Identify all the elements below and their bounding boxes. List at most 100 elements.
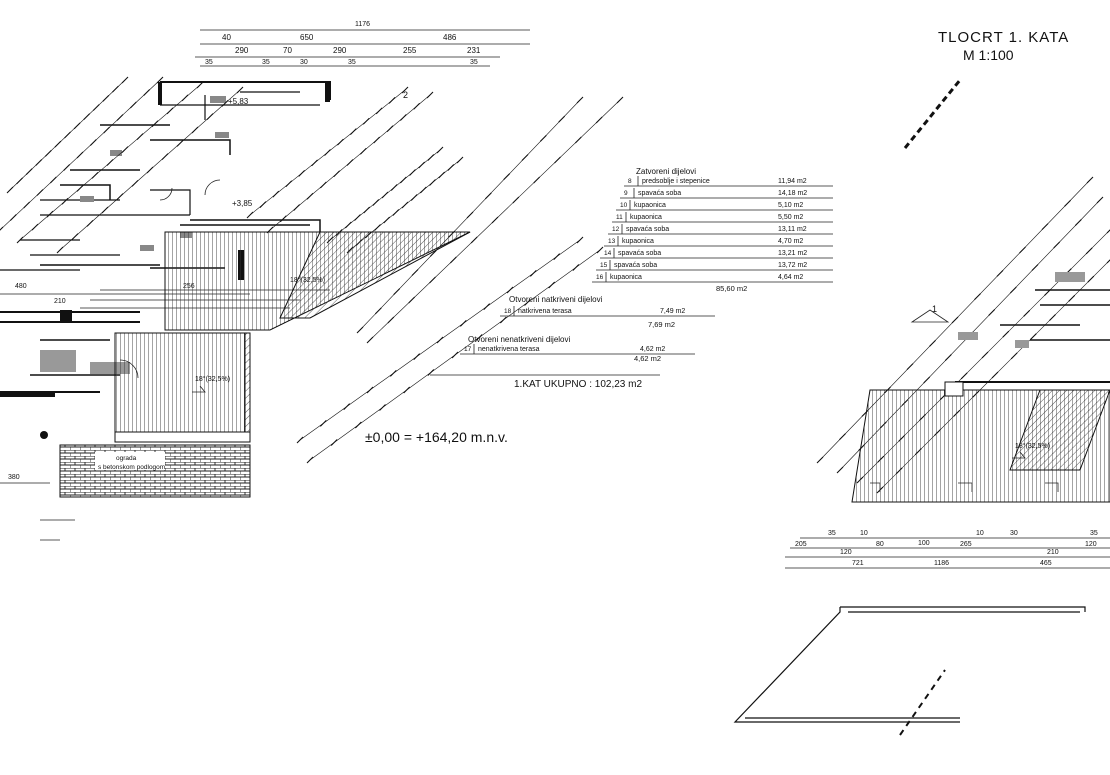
covered-total: 7,69 m2	[648, 320, 675, 329]
top-dim-r3-c: 30	[300, 59, 308, 66]
top-dim-r2-a: 290	[235, 46, 249, 55]
dimension-tick	[293, 204, 301, 211]
dimension-tick	[112, 85, 119, 93]
dimension-tick	[354, 214, 361, 221]
left-dim-a: 380	[8, 474, 20, 481]
closed-row-area: 4,64 m2	[778, 274, 803, 281]
dimension-tick	[996, 269, 1004, 277]
dimension-tick	[974, 293, 981, 301]
dimension-tick	[343, 403, 351, 411]
dimension-tick	[101, 206, 109, 214]
dimension-tick	[106, 159, 114, 166]
dimension-tick	[279, 215, 287, 223]
dimension-tick	[196, 81, 204, 89]
dimension-tick	[596, 246, 604, 254]
dimension-tick	[375, 107, 383, 115]
dimension-tick	[16, 177, 23, 185]
closed-total: 85,60 m2	[716, 284, 747, 293]
bot-dim-r1-a: 35	[828, 530, 836, 537]
dimension-tick	[558, 115, 566, 123]
dimension-tick	[89, 139, 97, 146]
dimension-tick	[121, 146, 129, 153]
section-circle	[40, 431, 48, 439]
north-arrow: 1	[903, 79, 962, 323]
dimension-tick	[470, 236, 478, 244]
dimension-tick	[906, 363, 914, 371]
bottom-dimension-chain: 35 10 10 30 35 205 120 80 100 265 210 12…	[785, 530, 1110, 569]
dimension-tick	[923, 376, 931, 384]
uncovered-row-area: 4,62 m2	[640, 346, 665, 353]
dimension-tick	[816, 456, 824, 464]
dimension-tick	[366, 386, 374, 394]
dimension-tick	[616, 96, 624, 104]
dimension-tick	[456, 156, 464, 164]
dimension-tick	[574, 136, 582, 144]
dimension-tick	[475, 334, 483, 341]
dimension-tick	[131, 179, 139, 187]
closed-row-area: 13,21 m2	[778, 250, 807, 257]
dimension-tick	[387, 316, 395, 324]
dimension-tick	[988, 309, 996, 316]
dimension-tick	[1002, 330, 1010, 338]
uncovered-row-name: nenatkrivena terasa	[478, 346, 540, 353]
closed-row-area: 14,18 m2	[778, 190, 807, 197]
bot-dim-r2-c: 80	[876, 541, 884, 548]
dimension-tick	[390, 184, 398, 191]
dimension-tick	[483, 303, 491, 311]
closed-row-area: 4,70 m2	[778, 238, 803, 245]
dimension-tick	[359, 147, 367, 155]
dimension-tick	[436, 146, 444, 154]
grand-total: 1.KAT UKUPNO : 102,23 m2	[514, 379, 642, 390]
closed-row-name: predsoblje i stepenice	[642, 178, 710, 185]
dimension-tick	[116, 114, 124, 121]
dimension-tick	[92, 104, 100, 111]
dimension-tick	[330, 439, 338, 446]
dimension-tick	[151, 120, 159, 128]
top-dim-r3-a: 35	[205, 59, 213, 66]
dimension-tick	[16, 236, 24, 244]
dimension-tick	[413, 353, 421, 361]
dimension-tick	[419, 186, 427, 194]
closed-row-no: 9	[624, 190, 628, 197]
level-marker-a: +5,83	[228, 97, 249, 106]
closed-row-no: 11	[616, 214, 623, 221]
dimension-tick	[44, 149, 52, 157]
left-dim-c: 480	[15, 283, 27, 290]
dimension-tick	[383, 216, 391, 224]
top-dim-r1-b: 650	[300, 33, 314, 42]
dimension-tick	[146, 166, 154, 174]
closed-row-area: 5,50 m2	[778, 214, 803, 221]
left-roof-lower: 18°(32,5%)	[114, 332, 251, 443]
closed-row-name: spavaća soba	[614, 262, 657, 269]
sheet-scale: M 1:100	[963, 47, 1014, 63]
stair-note-1: ograda	[116, 455, 137, 462]
dimension-tick	[429, 249, 437, 257]
dimension-tick	[306, 456, 314, 464]
covered-row-area: 7,49 m2	[660, 308, 685, 315]
closed-row-area: 11,94 m2	[778, 178, 807, 185]
dimension-tick	[56, 246, 64, 254]
dimension-tick	[319, 419, 327, 427]
dimension-tick	[356, 326, 364, 334]
dimension-tick	[61, 197, 69, 205]
dimension-tick	[103, 126, 111, 134]
dimension-tick	[116, 193, 124, 201]
dimension-tick	[1049, 314, 1056, 321]
dimension-tick	[285, 180, 293, 188]
bot-dim-r2-e: 265	[960, 541, 972, 548]
dimension-tick	[436, 336, 444, 344]
dimension-tick	[181, 94, 189, 102]
dimension-tick	[191, 126, 199, 134]
dimension-tick	[319, 181, 327, 189]
dimension-tick	[836, 466, 844, 474]
dimension-tick	[76, 151, 84, 159]
dimension-tick	[512, 196, 520, 204]
dimension-tick	[373, 136, 381, 144]
dimension-tick	[533, 176, 541, 184]
dimension-tick	[1019, 246, 1026, 254]
dimension-tick	[71, 233, 79, 241]
dimension-tick	[246, 211, 254, 219]
bot-dim-r1-b: 10	[860, 530, 868, 537]
bot-dim-r1-e: 35	[1090, 530, 1098, 537]
dimension-tick	[403, 386, 411, 394]
